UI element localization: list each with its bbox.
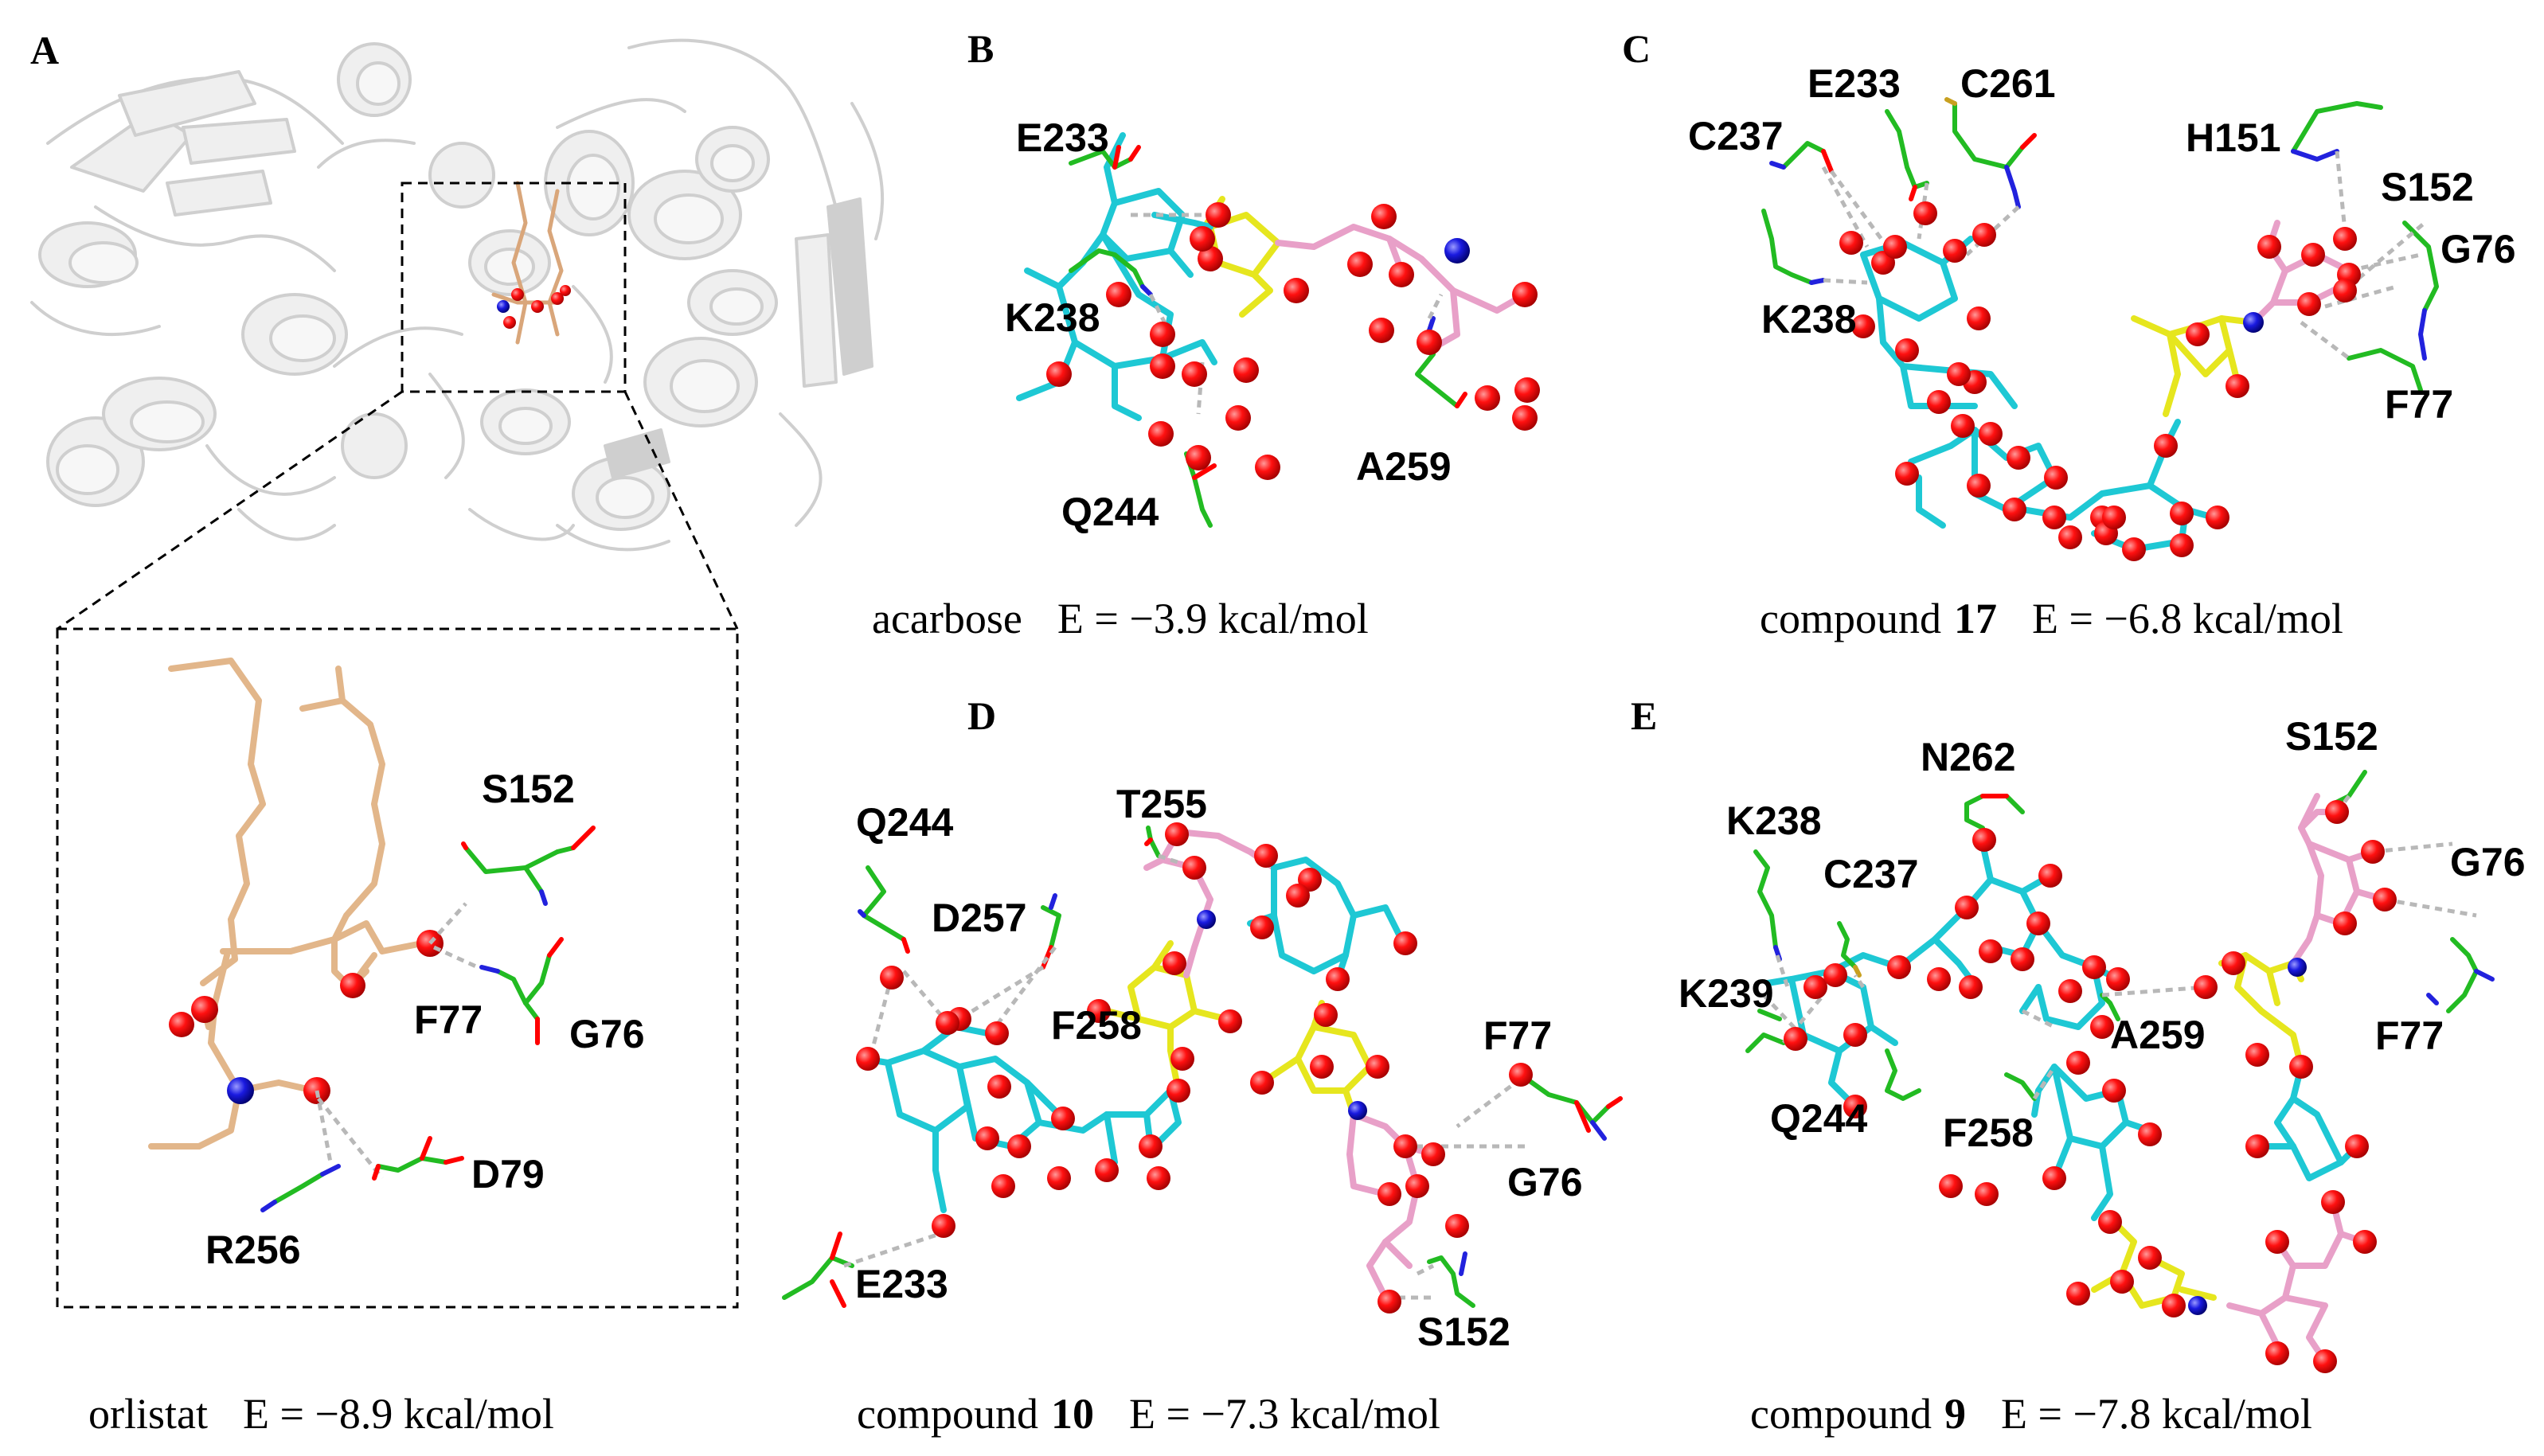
panel-b-atoms xyxy=(1046,202,1540,480)
panel-letter-e: E xyxy=(1631,693,1657,738)
res-label-k238-e: K238 xyxy=(1726,798,1822,843)
res-label-q244-b: Q244 xyxy=(1061,490,1159,534)
res-label-e233-b: E233 xyxy=(1016,115,1109,160)
res-label-d79: D79 xyxy=(471,1152,545,1196)
res-label-e233-c: E233 xyxy=(1807,61,1901,106)
res-label-k238-b: K238 xyxy=(1005,295,1100,340)
res-label-k238-c: K238 xyxy=(1761,297,1857,342)
panel-b-bonds xyxy=(1016,132,1528,421)
panel-letter-a: A xyxy=(30,28,59,72)
res-label-g76-d: G76 xyxy=(1507,1160,1583,1204)
res-label-f77-e: F77 xyxy=(2375,1013,2444,1058)
orlistat-hbonds xyxy=(315,902,479,1180)
panel-c-bonds xyxy=(1860,220,2352,552)
panel-d-residues xyxy=(782,826,1623,1308)
res-label-g76-e: G76 xyxy=(2450,840,2526,884)
panel-e: E xyxy=(1631,693,2526,1438)
caption-a: orlistat E = −8.9 kcal/mol xyxy=(88,1390,554,1438)
panel-b-hbonds xyxy=(1131,213,1444,415)
orlistat-structure xyxy=(148,658,425,1150)
res-label-k239-e: K239 xyxy=(1678,971,1774,1016)
res-label-d257-d: D257 xyxy=(932,896,1027,940)
panel-c: C xyxy=(1622,26,2516,642)
res-label-g76-c: G76 xyxy=(2440,227,2516,271)
caption-c-energy: E = −6.8 kcal/mol xyxy=(2032,595,2343,642)
caption-c-name: compound xyxy=(1760,595,1941,642)
res-label-q244-d: Q244 xyxy=(856,800,954,845)
caption-d-name: compound xyxy=(857,1390,1038,1438)
caption-b-name: acarbose xyxy=(872,595,1022,642)
res-label-a259-b: A259 xyxy=(1356,444,1452,489)
panel-a-residues xyxy=(260,826,596,1212)
caption-a-name: orlistat xyxy=(88,1390,208,1438)
caption-b: acarbose E = −3.9 kcal/mol xyxy=(872,595,1369,642)
res-label-a259-e: A259 xyxy=(2110,1013,2206,1057)
caption-e-energy: E = −7.8 kcal/mol xyxy=(2001,1390,2312,1438)
res-label-s152-d: S152 xyxy=(1417,1310,1510,1354)
panel-letter-b: B xyxy=(967,26,994,71)
panel-b: B xyxy=(872,26,1540,642)
res-label-f77-c: F77 xyxy=(2385,382,2453,427)
orlistat-atoms xyxy=(169,930,444,1104)
panel-d: D xyxy=(782,693,1623,1438)
caption-d-energy: E = −7.3 kcal/mol xyxy=(1129,1390,1440,1438)
res-label-r256: R256 xyxy=(205,1228,301,1272)
caption-e-bold: 9 xyxy=(1944,1390,1966,1438)
res-label-f77-d: F77 xyxy=(1483,1013,1552,1058)
res-label-f258-e: F258 xyxy=(1943,1111,2034,1155)
panel-letter-c: C xyxy=(1622,26,1651,71)
res-label-f77: F77 xyxy=(414,997,483,1042)
res-label-c237-c: C237 xyxy=(1688,114,1784,158)
res-label-g76: G76 xyxy=(569,1012,645,1056)
caption-b-energy: E = −3.9 kcal/mol xyxy=(1057,595,1369,642)
panel-c-residues xyxy=(1761,97,2439,392)
res-label-n262-e: N262 xyxy=(1921,735,2016,779)
zoom-box xyxy=(56,182,739,1309)
res-label-h151-c: H151 xyxy=(2186,115,2281,160)
res-label-s152: S152 xyxy=(482,767,575,811)
res-label-c237-e: C237 xyxy=(1823,852,1919,896)
caption-a-energy: E = −8.9 kcal/mol xyxy=(243,1390,554,1438)
res-label-s152-c: S152 xyxy=(2381,165,2474,209)
panel-letter-d: D xyxy=(967,693,996,738)
panel-a: A xyxy=(30,28,885,1438)
caption-c-bold: 17 xyxy=(1954,595,1997,642)
res-label-t255-d: T255 xyxy=(1116,782,1207,826)
caption-d-bold: 10 xyxy=(1051,1390,1094,1438)
caption-c: compound 17 E = −6.8 kcal/mol xyxy=(1760,595,2343,642)
protein-cartoon xyxy=(30,38,885,552)
res-label-e233-d: E233 xyxy=(855,1262,948,1306)
panel-e-hbonds xyxy=(1762,794,2477,1100)
res-label-q244-e: Q244 xyxy=(1770,1096,1868,1141)
orlistat-in-pocket xyxy=(491,181,564,345)
res-label-f258-d: F258 xyxy=(1051,1003,1142,1048)
caption-d: compound 10 E = −7.3 kcal/mol xyxy=(857,1390,1440,1438)
panel-e-atoms xyxy=(1784,800,2397,1373)
panel-d-atoms xyxy=(856,822,1533,1314)
panel-c-atoms xyxy=(1839,201,2361,561)
res-label-c261-c: C261 xyxy=(1960,61,2056,106)
res-label-s152-e: S152 xyxy=(2285,714,2378,759)
caption-e-name: compound xyxy=(1750,1390,1932,1438)
